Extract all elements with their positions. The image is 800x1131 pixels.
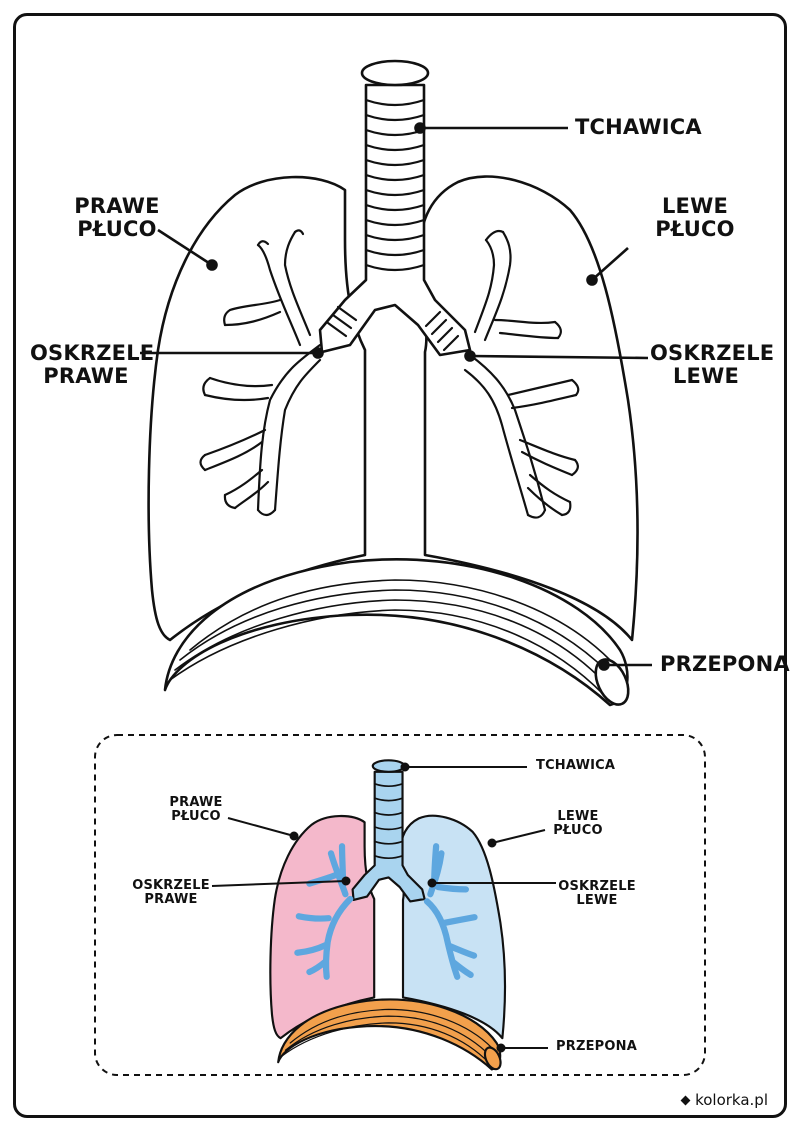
label-right-bronchus-line2: PRAWE [43, 364, 129, 389]
label-left-lung-line2: PŁUCO [655, 217, 735, 242]
ref-label-right-bronchus: OSKRZELE PRAWE [130, 878, 212, 908]
ref-left-lung [399, 814, 507, 1040]
ref-label-left-bronchus-line2: LEWE [576, 893, 618, 909]
ref-trachea [351, 770, 426, 903]
label-right-lung-line2: PŁUCO [77, 217, 157, 242]
ref-right-lung [269, 814, 376, 1040]
diamond-icon [680, 1095, 691, 1105]
label-right-bronchus-line1: OSKRZELE [30, 341, 155, 365]
label-left-bronchus: OSKRZELE LEWE [650, 341, 775, 389]
brand-name: kolorka.pl [695, 1091, 768, 1109]
ref-label-right-lung-line2: PŁUCO [171, 809, 221, 825]
ref-label-diaphragm: PRZEPONA [556, 1039, 637, 1054]
ref-label-left-bronchus-line1: OSKRZELE [558, 879, 636, 894]
diaphragm-outline [163, 558, 629, 707]
trachea-top [360, 59, 430, 87]
main-diagram [147, 59, 639, 707]
ref-label-trachea: TCHAWICA [536, 758, 616, 773]
label-diaphragm: PRZEPONA [660, 652, 790, 676]
ref-label-right-bronchus-line1: OSKRZELE [132, 878, 210, 893]
label-right-lung-line1: PRAWE [74, 194, 160, 218]
ref-label-left-lung-line2: PŁUCO [553, 823, 603, 839]
left-lung-outline [418, 175, 639, 642]
label-left-bronchus-line2: LEWE [672, 364, 740, 389]
ref-label-right-lung: PRAWE PŁUCO [160, 795, 232, 825]
brand-footer: kolorka.pl [680, 1091, 768, 1109]
right-lung-outline [147, 175, 367, 642]
label-trachea: TCHAWICA [575, 115, 702, 139]
label-left-bronchus-line1: OSKRZELE [650, 341, 775, 365]
reference-diagram [269, 759, 507, 1071]
label-right-bronchus: OSKRZELE PRAWE [30, 341, 155, 389]
ref-label-left-bronchus: OSKRZELE LEWE [556, 879, 638, 909]
ref-label-right-bronchus-line2: PRAWE [144, 892, 198, 908]
reference-box [94, 734, 706, 1076]
label-right-lung: PRAWE PŁUCO [62, 194, 172, 242]
label-left-lung-line1: LEWE [661, 194, 729, 218]
label-left-lung: LEWE PŁUCO [640, 194, 750, 242]
ref-label-left-lung: LEWE PŁUCO [548, 809, 608, 839]
ref-label-right-lung-line1: PRAWE [169, 795, 223, 810]
ref-label-left-lung-line1: LEWE [557, 809, 599, 824]
